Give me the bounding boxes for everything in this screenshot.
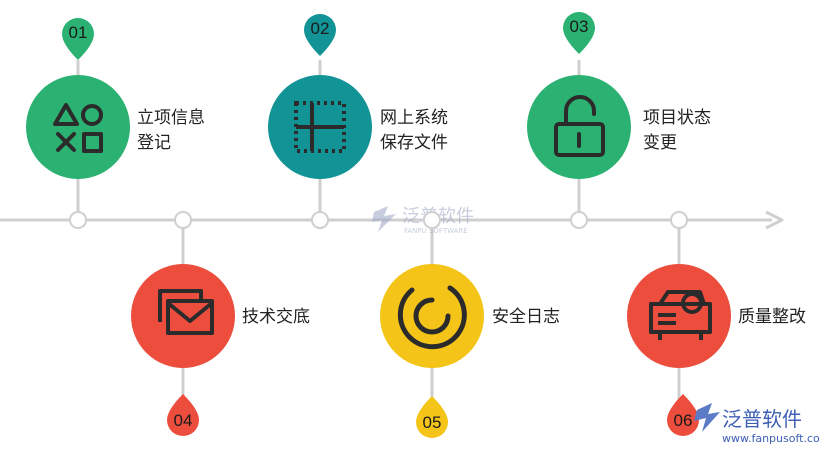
step-05-line1: 安全日志 xyxy=(492,307,560,327)
step-04-number: 04 xyxy=(174,411,193,430)
step-03-line2: 变更 xyxy=(643,133,677,153)
step-05-number: 05 xyxy=(423,413,442,432)
step-04-label: 技术交底 xyxy=(242,305,310,330)
watermark: 泛普软件 FANPU SOFTWARE xyxy=(372,206,474,235)
step-01-circle xyxy=(26,75,130,179)
step-03-pin xyxy=(563,12,595,54)
step-01-label: 立项信息 登记 xyxy=(137,106,205,156)
mail-icon xyxy=(158,289,214,335)
brand-logo-name: 泛普软件 xyxy=(722,407,802,431)
step-03-number: 03 xyxy=(570,17,589,36)
node-01 xyxy=(69,211,87,229)
brand-logo: 泛普软件 www.fanpusoft.com xyxy=(694,403,820,445)
step-01-line1: 立项信息 xyxy=(137,108,205,128)
step-02-label: 网上系统 保存文件 xyxy=(380,106,448,156)
watermark-sub: FANPU SOFTWARE xyxy=(404,227,468,235)
step-03-label: 项目状态 变更 xyxy=(643,106,711,156)
timeline-arrowhead xyxy=(765,210,784,230)
step-03-line1: 项目状态 xyxy=(643,108,711,128)
brand-logo-icon xyxy=(694,403,720,432)
step-02-line1: 网上系统 xyxy=(380,108,448,128)
brand-logo-url: www.fanpusoft.com xyxy=(722,432,820,445)
step-02-pin xyxy=(304,14,336,56)
projector-icon xyxy=(649,290,712,340)
grid-icon xyxy=(294,101,346,153)
step-01-pin xyxy=(62,18,94,60)
node-02 xyxy=(311,211,329,229)
step-04-drop xyxy=(167,394,199,436)
unlock-icon xyxy=(554,95,605,157)
node-04 xyxy=(174,211,192,229)
step-03-circle xyxy=(527,75,631,179)
node-06 xyxy=(670,211,688,229)
step-05-label: 安全日志 xyxy=(492,305,560,330)
step-04-line1: 技术交底 xyxy=(242,307,310,327)
step-05-drop xyxy=(416,396,448,438)
timeline-nodes xyxy=(69,211,688,229)
step-02-number: 02 xyxy=(311,19,330,38)
node-05 xyxy=(423,211,441,229)
step-01-line2: 登记 xyxy=(137,133,171,153)
step-06-label: 质量整改 xyxy=(738,305,806,330)
step-02-line2: 保存文件 xyxy=(380,133,448,153)
step-06-drop xyxy=(667,394,699,436)
step-06-line1: 质量整改 xyxy=(738,307,806,327)
step-06-number: 06 xyxy=(674,411,693,430)
shapes-icon xyxy=(53,103,103,153)
node-03 xyxy=(570,211,588,229)
step-06-circle xyxy=(627,264,731,368)
watermark-logo-icon xyxy=(372,206,396,232)
step-01-number: 01 xyxy=(69,23,88,42)
step-05-circle xyxy=(380,264,484,368)
circle-loader-icon xyxy=(397,285,467,350)
